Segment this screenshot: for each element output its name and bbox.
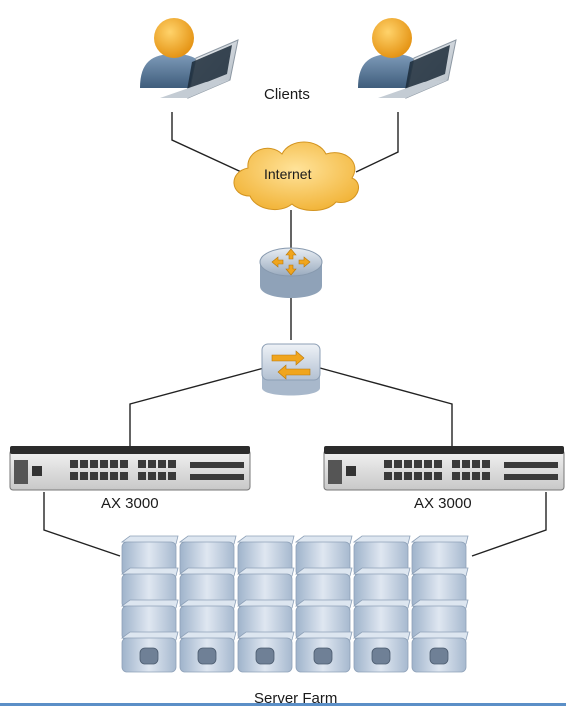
bottom-rule (0, 703, 566, 706)
connector-left-device-servers (43, 492, 121, 557)
router-icon (259, 247, 323, 298)
server-icon (120, 631, 179, 673)
server-icon (178, 631, 237, 673)
server-icon (178, 599, 237, 641)
server-icon (410, 535, 469, 577)
client-left (140, 18, 239, 99)
server-icon (410, 567, 469, 609)
server-icon (294, 599, 353, 641)
server-icon (120, 567, 179, 609)
connector-switch-right-device (319, 367, 453, 450)
server-icon (294, 631, 353, 673)
connector-lines (43, 112, 547, 557)
person-with-laptop-icon (358, 18, 457, 99)
connector-switch-left-device (129, 367, 265, 450)
server-icon (352, 599, 411, 641)
server-icon (178, 567, 237, 609)
rack-appliance-icon (323, 446, 565, 491)
server-icon (352, 631, 411, 673)
server-icon (294, 567, 353, 609)
connector-right-client-internet (355, 112, 399, 173)
server-icon (352, 535, 411, 577)
connector-right-device-servers (471, 492, 547, 557)
switch-icon (261, 343, 321, 396)
person-with-laptop-icon (140, 18, 239, 99)
right-device-label: AX 3000 (414, 495, 472, 512)
server-farm-label: Server Farm (254, 690, 338, 707)
server-icon (410, 631, 469, 673)
server-icon (236, 631, 295, 673)
server-icon (178, 535, 237, 577)
connector-left-client-internet (171, 112, 251, 177)
cloud-icon (233, 141, 359, 211)
clients-label: Clients (264, 86, 310, 103)
server-icon (120, 535, 179, 577)
server-icon (352, 567, 411, 609)
internet-label: Internet (264, 166, 312, 182)
server-farm (120, 535, 469, 673)
client-right (358, 18, 457, 99)
left-device-label: AX 3000 (101, 495, 159, 512)
server-icon (410, 599, 469, 641)
server-icon (236, 535, 295, 577)
rack-appliance-icon (9, 446, 251, 491)
server-icon (236, 567, 295, 609)
server-icon (236, 599, 295, 641)
